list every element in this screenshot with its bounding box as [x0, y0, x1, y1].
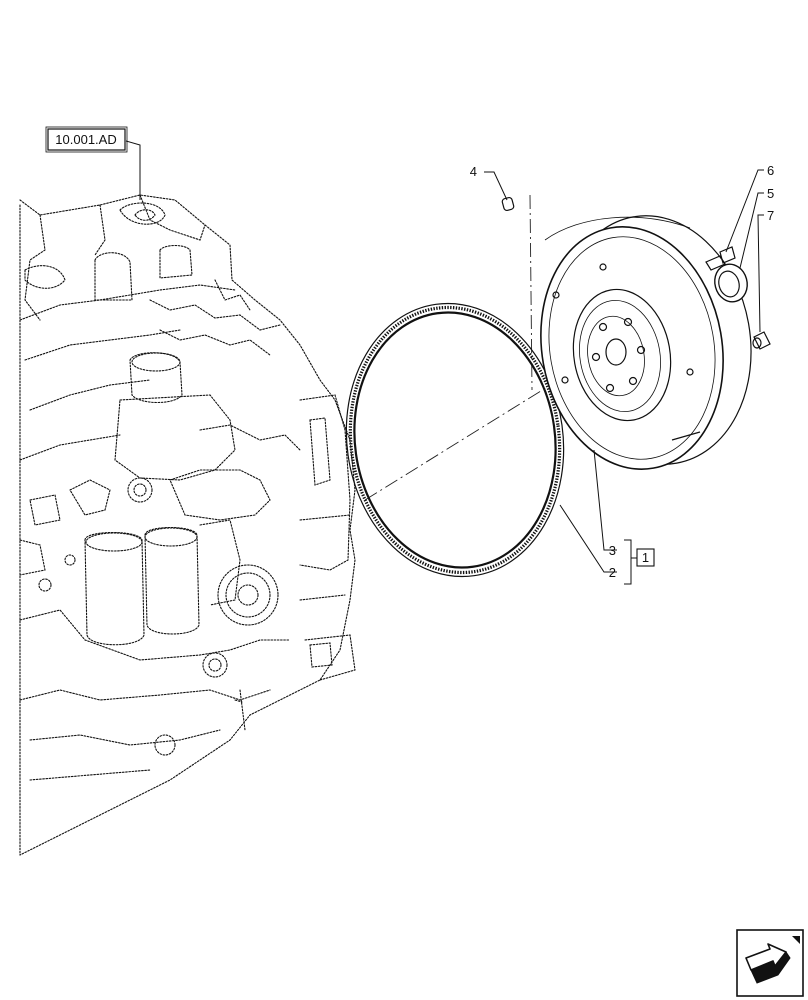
callout-5: 5	[767, 186, 774, 201]
engine-block-outline	[19, 194, 356, 856]
flywheel	[540, 215, 752, 470]
bearing	[714, 263, 748, 303]
reference-label-box: 10.001.AD	[45, 126, 128, 153]
leader-lines	[125, 140, 764, 585]
callout-7: 7	[767, 208, 774, 223]
pilot-bushing	[752, 331, 771, 350]
callout-4: 4	[470, 164, 477, 179]
ring-gear	[345, 302, 565, 578]
dowel-pin	[501, 196, 515, 212]
bolt	[705, 246, 736, 271]
assembly-box-label: 1	[642, 550, 649, 565]
reference-label-text: 10.001.AD	[55, 132, 116, 147]
assembly-box: 1	[636, 548, 655, 567]
callout-2: 2	[609, 565, 616, 580]
callout-3: 3	[609, 543, 616, 558]
arrow-navigation-icon[interactable]	[736, 929, 804, 997]
callout-6: 6	[767, 163, 774, 178]
